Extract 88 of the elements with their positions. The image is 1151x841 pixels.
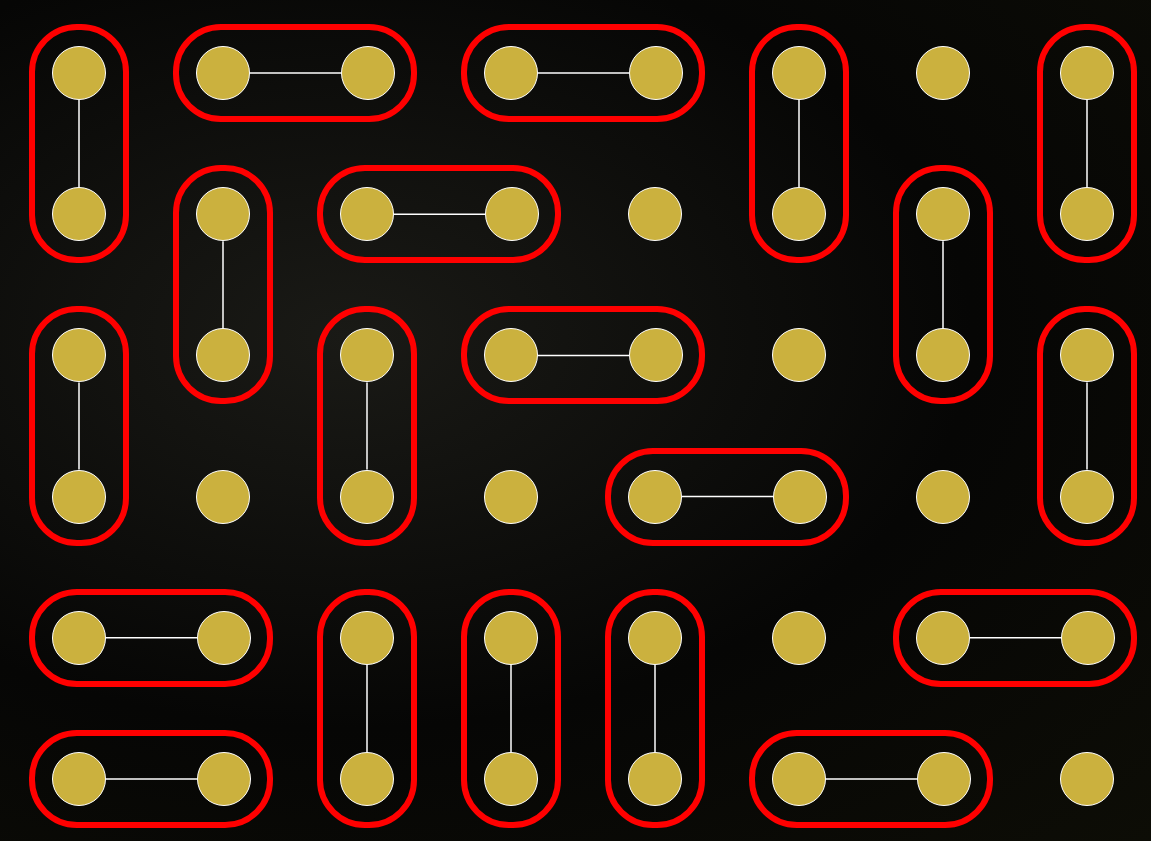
dot	[340, 187, 394, 242]
pair-outline	[1037, 306, 1137, 546]
connector-line	[537, 354, 630, 357]
pair-outline	[461, 588, 561, 828]
dot	[340, 328, 394, 383]
dot	[916, 187, 970, 242]
connector-line	[249, 72, 342, 74]
pair-outline	[29, 588, 273, 687]
pair-outline	[173, 24, 417, 122]
dot	[196, 187, 250, 242]
pair-outline	[605, 588, 705, 828]
dot	[917, 752, 971, 806]
dot	[340, 610, 394, 665]
connector-line	[1086, 99, 1088, 188]
connector-line	[969, 637, 1062, 639]
dot	[772, 46, 826, 100]
connector-line	[78, 99, 80, 188]
dot	[628, 187, 682, 242]
pair-outline	[749, 730, 993, 828]
connector-line	[105, 778, 198, 780]
dot	[197, 752, 251, 806]
connector-line	[798, 99, 800, 188]
dot	[916, 469, 970, 524]
dot	[628, 469, 682, 524]
connector-line	[366, 381, 368, 471]
pair-outline	[749, 24, 849, 264]
pair-outline	[29, 730, 273, 828]
dot	[772, 610, 826, 665]
dot	[484, 469, 538, 524]
dot	[52, 187, 106, 242]
dot	[916, 328, 970, 383]
pair-outline	[317, 306, 417, 546]
dot	[772, 328, 826, 383]
pair-outline	[893, 588, 1137, 687]
connector-line	[105, 637, 198, 639]
connector-line	[654, 664, 656, 753]
dot	[196, 328, 250, 383]
connector-line	[825, 778, 918, 780]
dot	[916, 46, 970, 100]
pair-outline	[29, 306, 129, 546]
dot	[629, 46, 683, 100]
dot	[1060, 187, 1114, 242]
pair-outline	[461, 306, 705, 405]
pair-outline	[173, 165, 273, 405]
dot	[772, 752, 826, 806]
connector-line	[222, 240, 224, 330]
dot	[772, 187, 826, 242]
connector-line	[393, 213, 486, 215]
dot	[52, 469, 106, 524]
dot	[196, 46, 250, 100]
dot	[628, 610, 682, 665]
dot	[52, 610, 106, 665]
pair-outline	[605, 447, 849, 546]
dot	[484, 610, 538, 665]
dot	[197, 610, 251, 665]
connector-line	[78, 381, 80, 471]
dot	[52, 46, 106, 100]
pair-outline	[893, 165, 993, 405]
dot	[773, 469, 827, 524]
dot	[484, 752, 538, 806]
pair-outline	[461, 24, 705, 122]
dot	[484, 46, 538, 100]
pair-outline	[29, 24, 129, 264]
connector-line	[1086, 381, 1088, 471]
dot	[1060, 46, 1114, 100]
dot	[341, 46, 395, 100]
dot	[628, 752, 682, 806]
dot	[1061, 610, 1115, 665]
dot	[1060, 469, 1114, 524]
pair-outline	[1037, 24, 1137, 264]
connector-line	[510, 664, 512, 753]
dot	[484, 328, 538, 383]
dot	[1060, 328, 1114, 383]
dot	[340, 469, 394, 524]
pair-outline	[317, 588, 417, 828]
dot	[52, 752, 106, 806]
dot	[196, 469, 250, 524]
pair-outline	[317, 165, 561, 264]
dot	[629, 328, 683, 383]
connector-line	[942, 240, 944, 330]
connector-line	[537, 72, 630, 74]
dot	[52, 328, 106, 383]
dot	[340, 752, 394, 806]
dot	[485, 187, 539, 242]
dot	[1060, 752, 1114, 806]
dot	[916, 610, 970, 665]
connector-line	[681, 495, 774, 498]
connector-line	[366, 664, 368, 753]
